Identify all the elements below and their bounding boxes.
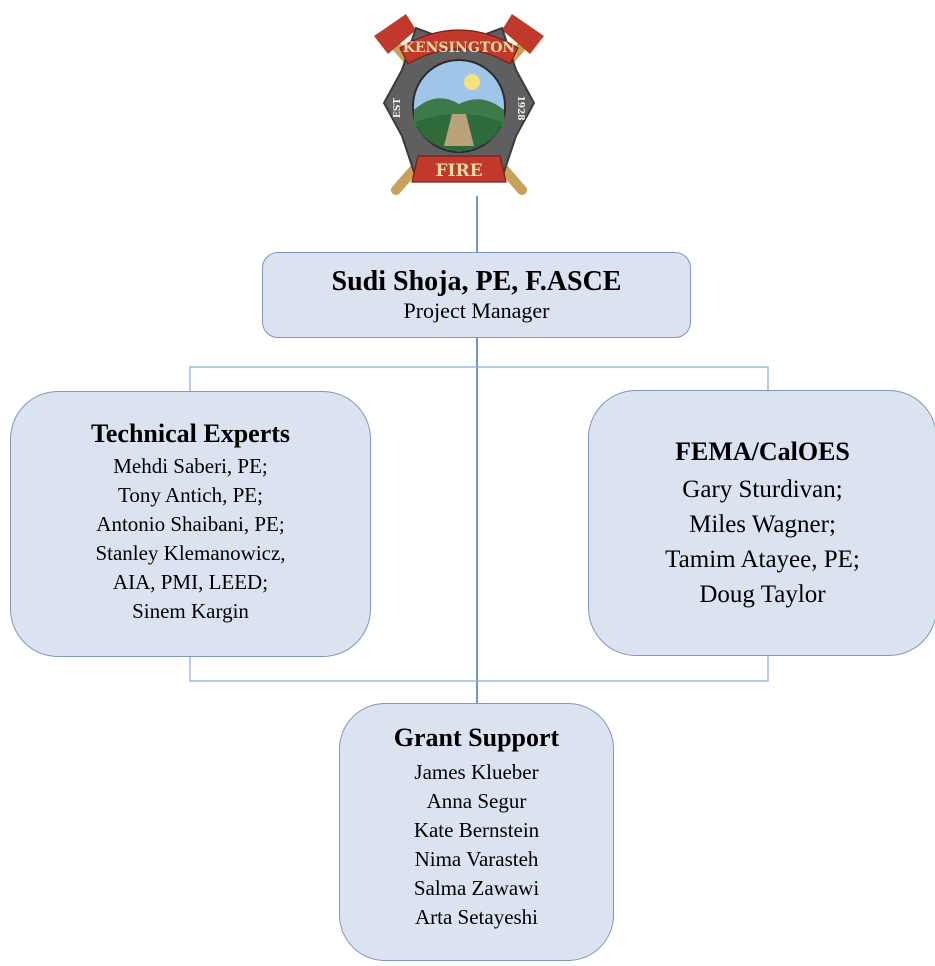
list-item: Mehdi Saberi, PE; — [113, 454, 268, 478]
list-item: Sinem Kargin — [132, 599, 249, 623]
logo-left-text: EST — [393, 98, 403, 118]
fema-caloes-box: FEMA/CalOES Gary Sturdivan; Miles Wagner… — [588, 390, 935, 656]
list-item: Gary Sturdivan; — [682, 476, 843, 503]
kensington-fire-logo: KENSINGTON EST 1928 FIRE — [374, 14, 544, 195]
fema-caloes-list: Gary Sturdivan; Miles Wagner; Tamim Atay… — [665, 472, 860, 612]
list-item: Miles Wagner; — [689, 511, 836, 538]
logo-right-text: 1928 — [515, 95, 525, 120]
technical-experts-title: Technical Experts — [90, 419, 291, 448]
landscape-emblem — [412, 59, 506, 153]
technical-experts-list: Mehdi Saberi, PE; Tony Antich, PE; Anton… — [95, 452, 285, 626]
list-item: Anna Segur — [426, 789, 527, 813]
logo-top-text: KENSINGTON — [403, 40, 516, 56]
branch-top-connector — [189, 366, 769, 391]
fema-caloes-title: FEMA/CalOES — [675, 437, 850, 466]
list-item: Kate Bernstein — [413, 818, 540, 842]
branch-bottom-connector — [189, 656, 769, 682]
project-manager-box: Sudi Shoja, PE, F.ASCE Project Manager — [262, 252, 691, 338]
list-item: Doug Taylor — [699, 581, 826, 608]
list-item: AIA, PMI, LEED; — [112, 570, 269, 594]
grant-support-box: Grant Support James Klueber Anna Segur K… — [339, 703, 614, 961]
list-item: Antonio Shaibani, PE; — [96, 512, 285, 536]
technical-experts-box: Technical Experts Mehdi Saberi, PE; Tony… — [10, 391, 371, 657]
list-item: James Klueber — [414, 760, 539, 784]
bottom-banner — [411, 155, 507, 183]
grant-support-list: James Klueber Anna Segur Kate Bernstein … — [414, 758, 539, 932]
manager-name: Sudi Shoja, PE, F.ASCE — [331, 266, 622, 297]
list-item: Tony Antich, PE; — [118, 483, 263, 507]
list-item: Nima Varasteh — [414, 847, 539, 871]
list-item: Stanley Klemanowicz, — [95, 541, 286, 565]
logo-bottom-text: FIRE — [435, 161, 482, 181]
list-item: Arta Setayeshi — [414, 905, 539, 929]
grant-support-title: Grant Support — [393, 723, 560, 752]
top-banner — [399, 29, 519, 65]
list-item: Tamim Atayee, PE; — [665, 546, 860, 573]
manager-role: Project Manager — [403, 298, 550, 323]
list-item: Salma Zawawi — [413, 876, 540, 900]
